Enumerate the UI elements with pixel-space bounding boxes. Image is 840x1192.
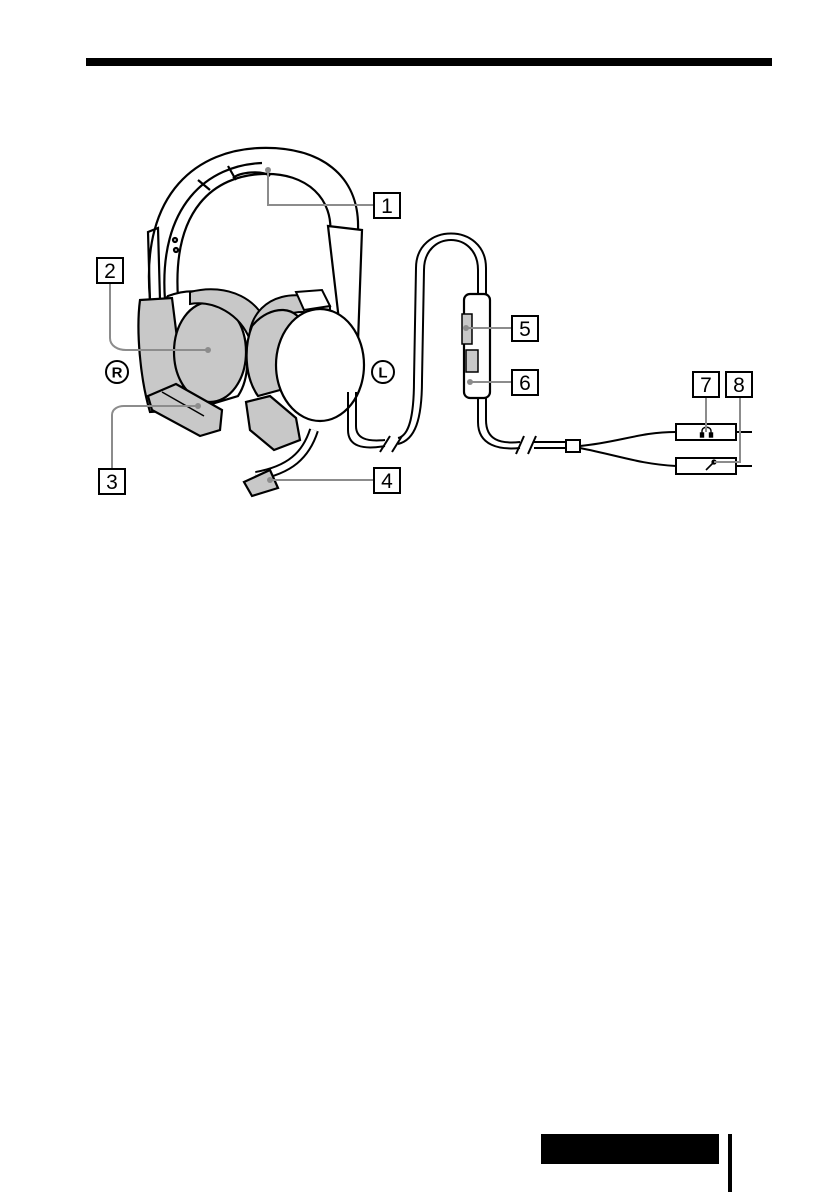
- callout-3: 3: [99, 469, 125, 494]
- callout-1: 1: [374, 193, 400, 218]
- callout-8-number: 8: [733, 374, 745, 397]
- cable-assembly: [348, 234, 676, 467]
- callout-1-number: 1: [381, 195, 393, 218]
- callout-4-number: 4: [381, 470, 393, 493]
- right-side-marker: R: [106, 361, 128, 383]
- left-side-marker: L: [372, 361, 394, 383]
- headband: [148, 148, 358, 302]
- callout-6-number: 6: [519, 372, 531, 395]
- callout-2-number: 2: [104, 260, 116, 283]
- callout-3-number: 3: [106, 471, 118, 494]
- callout-7-number: 7: [700, 374, 712, 397]
- callout-5-number: 5: [519, 318, 531, 341]
- cable-splitter: [566, 440, 580, 452]
- footer-tab: [541, 1134, 719, 1164]
- left-earcup: [247, 226, 364, 421]
- callout-8: 8: [726, 372, 752, 397]
- footer-edge-bar: [728, 1134, 732, 1192]
- callout-7: 7: [693, 372, 719, 397]
- callout-2: 2: [97, 258, 123, 283]
- callout-4: 4: [374, 468, 400, 493]
- left-side-label: L: [378, 365, 387, 382]
- callout-6: 6: [512, 370, 538, 395]
- callout-5: 5: [512, 316, 538, 341]
- right-side-label: R: [112, 365, 123, 382]
